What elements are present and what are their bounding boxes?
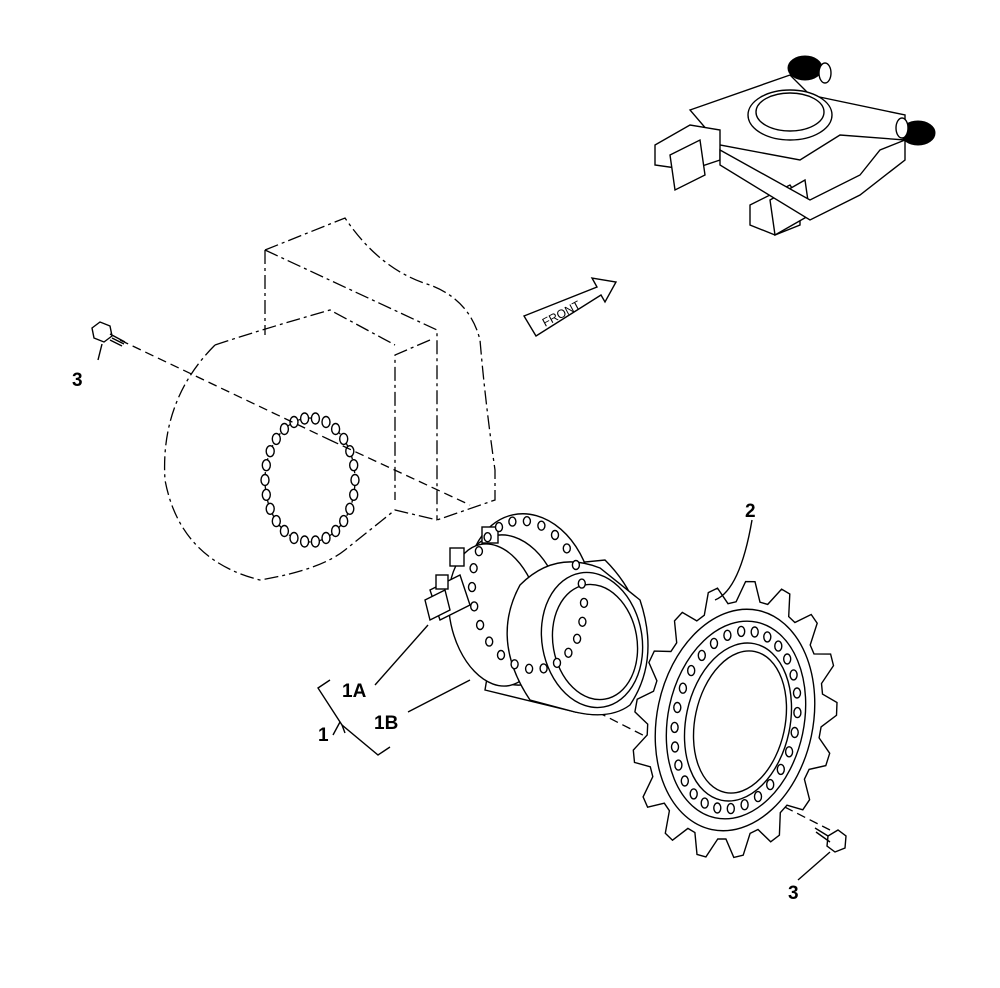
sprocket-bolt-hole [709,637,719,650]
sprocket-bolt-hole [790,726,799,739]
motor-flange-bolt-hole [579,597,589,609]
sprocket-bolt-hole [750,626,759,638]
motor-flange-bolt-hole [539,663,548,674]
callout-item-2: 2 [745,501,756,522]
sprocket-bolt-hole [726,802,735,815]
callout-leader-lines [97,343,831,881]
motor-flange-bolt-hole [469,563,478,574]
sprocket-bolt-hole [697,649,706,662]
travel-motor-flange-bolt-holes [467,516,589,674]
front-direction-arrow: FRONT [522,277,618,337]
motor-flange-bolt-hole [564,647,573,658]
callout-item-1b: 1B [374,713,398,734]
sprocket-bolt-hole [673,701,682,714]
motor-flange-bolt-hole [496,649,506,661]
motor-flange-bolt-hole [522,516,532,527]
frame-bolt-hole [261,459,271,472]
sprocket-bolt-hole [713,802,722,814]
sprocket-bolt-hole [753,790,763,803]
bolt-top [91,321,126,347]
motor-flange-bolt-hole [577,578,586,589]
motor-flange-bolt-hole [470,601,479,612]
frame-bolt-hole [350,473,360,487]
frame-bolt-hole [345,502,355,515]
frame-bolt-hole [260,473,270,487]
frame-bolt-hole [339,432,349,446]
callout-item-1a: 1A [342,681,367,702]
frame-bolt-hole [321,531,331,545]
frame-bolt-hole [339,514,349,528]
motor-flange-bolt-hole [578,616,587,627]
bolt-bottom [814,827,847,853]
motor-flange-bolt-hole [475,619,485,631]
callout-item-1: 1 [318,725,329,746]
frame-bolt-hole [299,412,310,425]
motor-flange-bolt-hole [550,529,560,541]
motor-flange-bolt-hole [508,516,517,527]
sprocket-bolt-hole [740,799,749,811]
sprocket-bolt-hole [789,669,798,681]
frame-bolt-hole [289,531,299,545]
frame-bolt-hole [310,535,321,548]
sprocket [632,580,838,859]
frame-bolt-hole-ring [260,412,360,548]
sprocket-bolt-hole [766,778,775,791]
sprocket-bolt-hole [689,788,698,800]
callout-item-3-top: 3 [72,370,83,391]
sprocket-bolt-hole [687,664,696,677]
frame-bolt-hole [279,524,290,538]
sprocket-bolt-hole [680,775,689,787]
sprocket-bolt-hole [776,763,785,776]
frame-bolt-hole [265,502,275,515]
sprocket-bolt-hole [763,631,772,643]
sprocket-bolt-hole [700,797,709,809]
frame-bolt-hole [299,535,310,548]
sprocket-bolt-hole [737,625,746,638]
callout-item-3-bottom: 3 [788,883,799,904]
motor-flange-bolt-hole [571,559,581,571]
motor-flange-bolt-hole [494,521,504,533]
motor-flange-bolt-hole [510,659,519,670]
motor-flange-bolt-hole [524,663,534,674]
frame-bolt-hole [271,514,281,528]
sprocket-bolt-hole [783,653,792,665]
frame-bolt-hole [330,422,341,436]
frame-bolt-hole [289,415,299,429]
frame-bolt-hole [310,412,321,425]
sprocket-bolt-hole [723,629,732,641]
travel-motor-assembly [424,513,649,716]
sprocket-bolt-holes [670,625,802,815]
sprocket-bolt-hole [774,640,783,652]
motor-flange-bolt-hole [485,636,494,647]
motor-flange-bolt-hole [474,546,484,557]
frame-bolt-hole [330,524,341,538]
sprocket-bolt-hole [670,721,679,734]
sprocket-bolt-hole [670,741,680,753]
frame-bolt-hole [265,445,275,458]
frame-bolt-hole [321,415,331,429]
sprocket-bolt-hole [674,759,683,771]
track-frame-phantom-outline [163,217,496,581]
sprocket-bolt-hole [784,746,794,758]
motor-flange-bolt-hole [572,633,582,644]
motor-flange-bolt-hole [483,532,492,543]
sprocket-bolt-hole [678,682,688,694]
sprocket-bolt-hole [792,687,802,699]
sprocket-bolt-hole [793,706,802,719]
frame-bolt-hole [261,488,271,501]
undercarriage-frame-thumbnail [654,55,936,237]
frame-bolt-hole [349,488,359,501]
frame-bolt-hole [349,459,359,472]
motor-flange-bolt-hole [562,543,571,554]
frame-bolt-hole [271,432,281,446]
frame-bolt-hole [279,422,290,436]
motor-flange-bolt-hole [467,581,477,593]
motor-flange-bolt-hole [552,657,562,669]
motor-flange-bolt-hole [537,520,546,531]
